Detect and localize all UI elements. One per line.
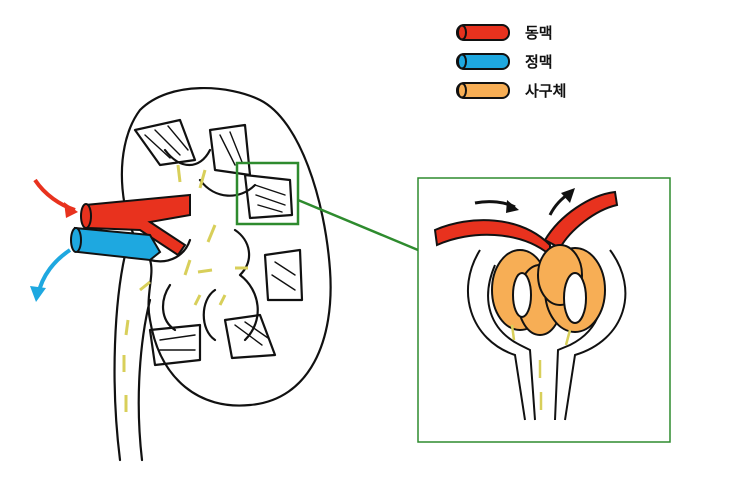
legend-label-glomerulus: 사구체: [525, 82, 567, 100]
renal-pelvis: [148, 148, 259, 342]
zoom-source-box: [235, 161, 300, 226]
artery: [83, 193, 191, 257]
filtrate-arrows: [510, 324, 572, 410]
zoom-connector: [297, 198, 419, 252]
legend-label-vein: 정맥: [525, 53, 553, 71]
pyramid: [133, 118, 304, 367]
efferent-arteriole: [543, 190, 619, 250]
artery-inflow-arrow: [33, 178, 76, 212]
bowman-capsule: [466, 249, 627, 421]
ureter: [113, 253, 152, 462]
urine-flow-arrows: [122, 164, 248, 412]
legend-label-artery: 동맥: [525, 24, 553, 42]
glomerulus: [491, 244, 606, 336]
